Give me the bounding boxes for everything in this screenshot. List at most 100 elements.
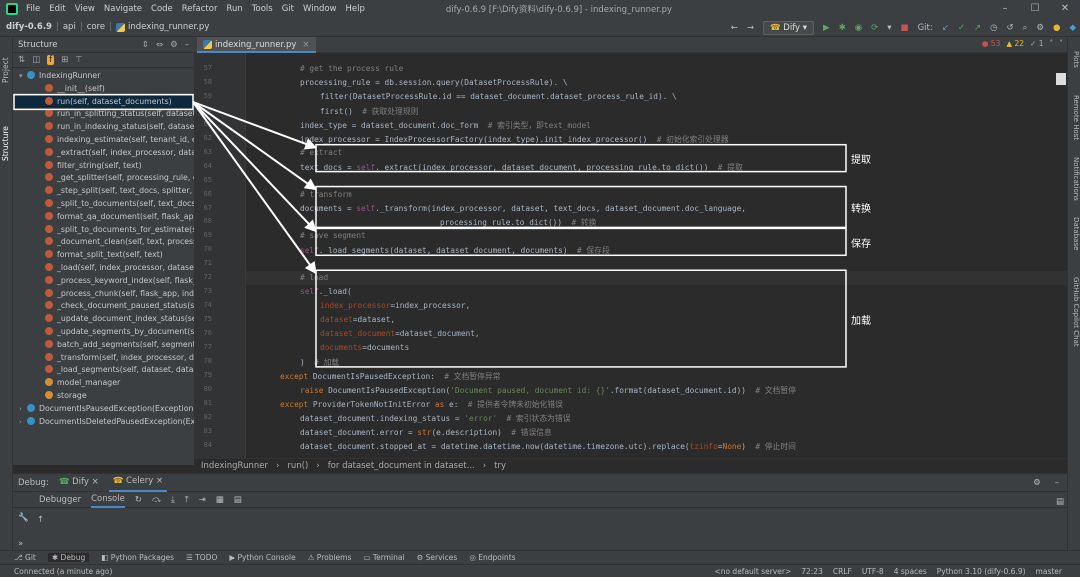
breadcrumb-loop[interactable]: for dataset_document in dataset... (327, 461, 475, 471)
inspection-widget[interactable]: ● 53 ▲ 22 ✓ 1 ˄ ˅ (982, 39, 1063, 48)
crumb-file[interactable]: indexing_runner.py (127, 22, 210, 32)
tool-window-services[interactable]: ⚙ Services (417, 553, 458, 562)
structure-node[interactable]: _split_to_documents_for_estimate(self, (13, 224, 194, 237)
tool-window-git[interactable]: ⎇ Git (14, 553, 36, 562)
collapse-all-icon[interactable]: ⇔ (156, 39, 164, 50)
structure-node[interactable]: format_split_text(self, text) (13, 249, 194, 262)
tab-debugger[interactable]: Debugger (39, 494, 82, 505)
structure-node[interactable]: _load_segments(self, dataset, dataset_c (13, 364, 194, 377)
status-item[interactable]: master (1035, 566, 1062, 576)
next-highlight-icon[interactable]: ˅ (1059, 39, 1063, 48)
maximize-icon[interactable]: ☐ (1030, 3, 1040, 14)
tool-window-todo[interactable]: ☰ TODO (186, 553, 217, 562)
menu-navigate[interactable]: Navigate (103, 4, 143, 14)
menu-file[interactable]: File (26, 4, 41, 14)
update-icon[interactable]: ● (1053, 22, 1061, 33)
tool-tab-structure[interactable]: Structure (1, 126, 10, 161)
close-session-icon[interactable]: × (91, 477, 99, 487)
structure-node[interactable]: batch_add_segments(self, segments, da (13, 339, 194, 352)
structure-node[interactable]: run_in_splitting_status(self, dataset_do (13, 108, 194, 121)
tool-window-python-packages[interactable]: ◧ Python Packages (101, 553, 174, 562)
gear-icon[interactable]: ⚙ (170, 39, 178, 50)
git-update-icon[interactable]: ↙ (941, 22, 949, 33)
structure-node[interactable]: _process_keyword_index(self, flask_app (13, 275, 194, 288)
restart-icon[interactable]: ↻ (134, 494, 142, 505)
tool-tab-database[interactable]: Database (1072, 217, 1080, 251)
wrench-icon[interactable]: 🔧 (18, 513, 29, 523)
forward-icon[interactable]: → (746, 22, 754, 33)
tool-tab-project[interactable]: Project (1, 57, 10, 83)
status-item[interactable]: 4 spaces (893, 566, 927, 576)
chevron-right-icon[interactable]: › (19, 404, 22, 413)
history-icon[interactable]: ◷ (990, 22, 998, 33)
structure-node[interactable]: indexing_estimate(self, tenant_id, extra (13, 134, 194, 147)
structure-node[interactable]: _load(self, index_processor, dataset, da (13, 262, 194, 275)
menu-code[interactable]: Code (151, 4, 173, 14)
coverage-icon[interactable]: ◉ (854, 22, 863, 33)
up-arrow-icon[interactable]: ↑ (37, 515, 45, 525)
status-item[interactable]: CRLF (832, 566, 852, 576)
debug-session-celery[interactable]: ☎ Celery × (108, 473, 168, 492)
menu-tools[interactable]: Tools (251, 4, 273, 14)
menu-help[interactable]: Help (345, 4, 365, 14)
structure-node[interactable]: _process_chunk(self, flask_app, index_p (13, 288, 194, 301)
structure-node[interactable]: ▾IndexingRunner (13, 70, 194, 83)
evaluate-icon[interactable]: ▦ (215, 494, 224, 505)
sort-visibility-icon[interactable]: ◫ (32, 55, 41, 65)
menu-run[interactable]: Run (226, 4, 243, 14)
run-to-cursor-icon[interactable]: ⇥ (198, 494, 206, 505)
hide-panel-icon[interactable]: – (184, 39, 189, 50)
structure-node[interactable]: run_in_indexing_status(self, dataset_do (13, 121, 194, 134)
menu-refactor[interactable]: Refactor (181, 4, 218, 14)
gear-icon[interactable]: ⚙ (1033, 477, 1041, 488)
menu-view[interactable]: View (74, 4, 95, 14)
structure-node[interactable]: storage (13, 390, 194, 403)
close-icon[interactable]: ✕ (1060, 3, 1070, 14)
tab-console[interactable]: Console (91, 492, 125, 508)
breadcrumb-method[interactable]: run() (287, 461, 309, 471)
minimize-icon[interactable]: – (1002, 3, 1008, 14)
structure-node[interactable]: _split_to_documents(self, text_docs, spl (13, 198, 194, 211)
tool-tab-remote-host[interactable]: Remote Host (1072, 95, 1080, 141)
structure-node[interactable]: _step_split(self, text_docs, splitter, d… (13, 185, 194, 198)
status-item[interactable]: <no default server> (714, 566, 792, 576)
structure-node[interactable]: format_qa_document(self, flask_app, te (13, 211, 194, 224)
status-item[interactable]: UTF-8 (861, 566, 884, 576)
step-into-icon[interactable]: ⤓ (171, 494, 175, 505)
table-icon[interactable]: ▤ (233, 494, 242, 505)
git-commit-icon[interactable]: ✓ (957, 22, 965, 33)
close-session-icon[interactable]: × (156, 476, 164, 486)
back-icon[interactable]: ← (730, 22, 738, 33)
structure-node[interactable]: _update_document_index_status(self, d (13, 313, 194, 326)
chevron-down-icon[interactable]: ▾ (19, 72, 23, 80)
expand-all-icon[interactable]: ⇕ (141, 39, 149, 50)
status-item[interactable]: Python 3.10 (dify-0.6.9) (936, 566, 1026, 576)
step-over-icon[interactable]: ⤼ (151, 494, 162, 505)
breadcrumb-try[interactable]: try (494, 461, 507, 471)
menu-edit[interactable]: Edit (49, 4, 66, 14)
tool-tab-copilot-chat[interactable]: GitHub Copilot Chat (1072, 277, 1080, 347)
debug-session-dify[interactable]: ☎ Dify × (55, 474, 103, 491)
structure-node[interactable]: _document_clean(self, text, processing_ (13, 236, 194, 249)
chevron-right-icon[interactable]: › (19, 417, 22, 426)
prev-highlight-icon[interactable]: ˄ (1049, 39, 1054, 48)
crumb-api[interactable]: api (62, 22, 76, 32)
stop-icon[interactable]: ■ (900, 22, 909, 33)
structure-node[interactable]: _get_splitter(self, processing_rule, emb (13, 172, 194, 185)
breadcrumb-class[interactable]: IndexingRunner (201, 461, 268, 471)
git-push-icon[interactable]: ↗ (973, 22, 982, 33)
structure-node[interactable]: _transform(self, index_processor, datas (13, 352, 194, 365)
structure-node[interactable]: run(self, dataset_documents) (13, 95, 194, 109)
settings-icon[interactable]: ⚙ (1036, 22, 1045, 33)
crumb-core[interactable]: core (86, 22, 106, 32)
structure-node[interactable]: filter_string(self, text) (13, 160, 194, 173)
structure-node[interactable]: _check_document_paused_status(self, d (13, 300, 194, 313)
run-icon[interactable]: ▶ (823, 22, 830, 33)
editor-scrollbar-thumb[interactable] (1056, 73, 1066, 85)
menu-git[interactable]: Git (281, 4, 294, 14)
crumb-project[interactable]: dify-0.6.9 (6, 22, 52, 32)
search-icon[interactable]: ⌕ (1022, 22, 1028, 33)
structure-node[interactable]: model_manager (13, 377, 194, 390)
tool-window-debug[interactable]: ✱ Debug (47, 553, 90, 562)
